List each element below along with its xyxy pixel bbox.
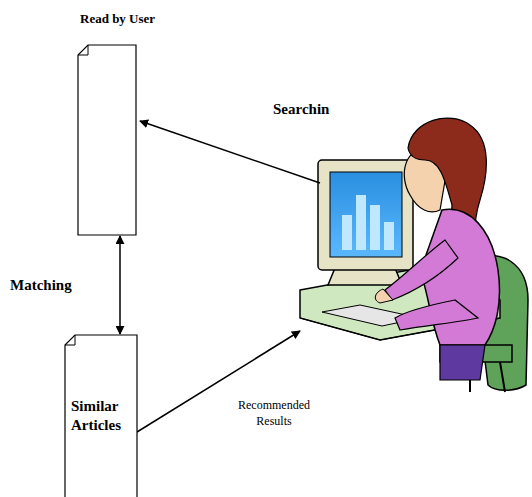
computer-monitor (318, 160, 413, 285)
document-outline (78, 45, 136, 235)
document-heading: Read by User (80, 11, 155, 27)
document-shape: Read by User (78, 45, 136, 235)
matching-arrow (119, 236, 121, 334)
user-figure (375, 118, 499, 380)
arrow-caption: Recommended Results (228, 398, 320, 429)
arrow-label: Searchin (273, 100, 329, 120)
search-arrow (140, 121, 320, 183)
document-outline (65, 335, 137, 497)
edge-label: Matching (10, 277, 72, 294)
document-label: Similar Articles (65, 397, 137, 435)
document-shape: Similar Articles (65, 335, 137, 497)
